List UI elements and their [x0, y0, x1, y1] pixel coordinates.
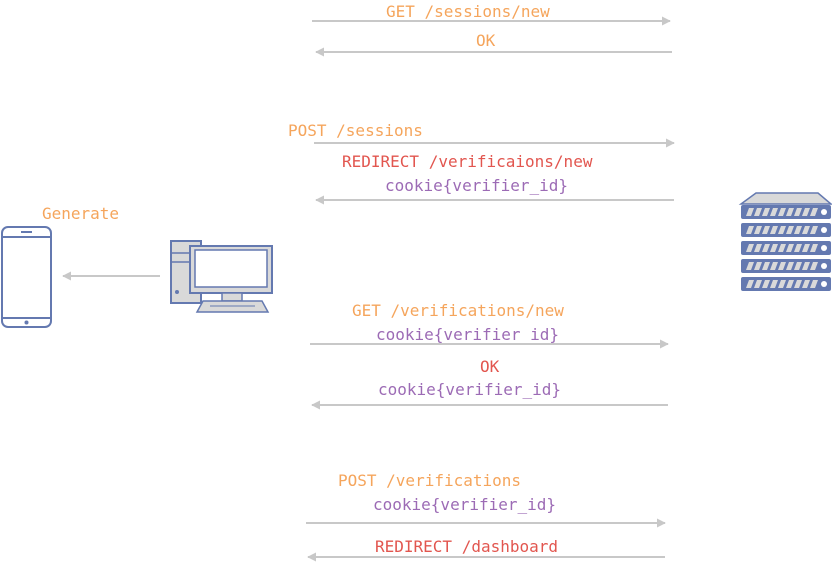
msg-redirect-dashboard: REDIRECT /dashboard	[375, 537, 558, 556]
msg-cookie-verifier-4: cookie{verifier_id}	[373, 495, 556, 514]
mobile-phone-icon	[1, 226, 52, 328]
msg-cookie-verifier-1: cookie{verifier_id}	[385, 176, 568, 195]
msg-post-verifications: POST /verifications	[338, 471, 521, 490]
msg-get-sessions-new: GET /sessions/new	[386, 2, 550, 21]
msg-ok-1: OK	[476, 31, 496, 50]
server-unit	[741, 259, 831, 273]
server-unit	[741, 277, 831, 291]
msg-ok-2: OK	[480, 357, 500, 376]
server-rack-icon	[738, 192, 832, 291]
msg-cookie-verifier-2: cookie{verifier_id}	[376, 325, 559, 344]
msg-post-sessions: POST /sessions	[288, 121, 423, 140]
msg-cookie-verifier-3: cookie{verifier_id}	[378, 380, 561, 399]
phone-label: Generate	[42, 204, 119, 223]
server-unit	[741, 223, 831, 237]
desktop-computer-icon	[170, 240, 273, 313]
server-unit	[741, 241, 831, 255]
msg-get-verifications-new: GET /verifications/new	[352, 301, 564, 320]
server-unit	[741, 205, 831, 219]
msg-redirect-verifications-new: REDIRECT /verificaions/new	[342, 152, 593, 171]
